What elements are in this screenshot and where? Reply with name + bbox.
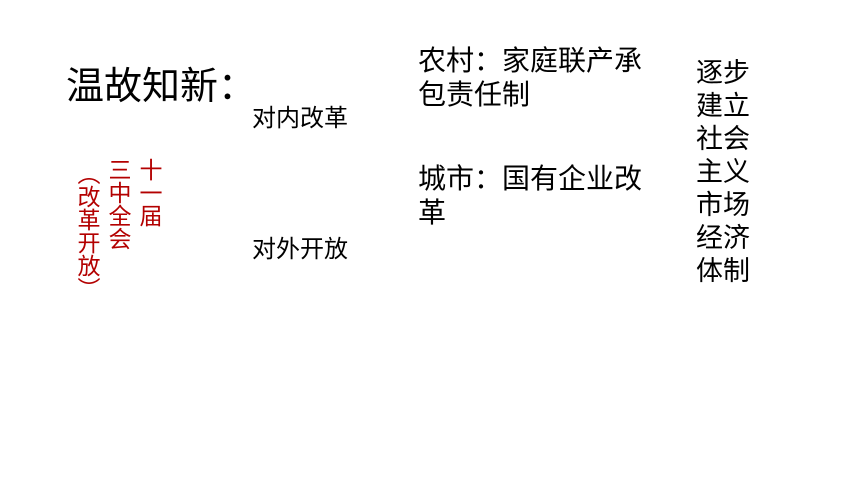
goal-line: 经济 (696, 223, 750, 254)
event-col-1: 十一届 (135, 158, 161, 227)
goal-line: 主义 (696, 157, 750, 188)
rural-line-2: 包责任制 (418, 78, 531, 111)
market-economy-goal: 逐步 建立 社会 主义 市场 经济 体制 (696, 57, 756, 288)
goal-line: 建立 (696, 91, 750, 122)
external-opening-label: 对外开放 (252, 235, 348, 263)
urban-reform-text: 城市：国有企业改 革 (418, 162, 688, 230)
event-col-3: （改革开放） (73, 162, 99, 300)
internal-reform-label: 对内改革 (252, 104, 348, 132)
goal-line: 逐步 (696, 58, 750, 89)
goal-line: 社会 (696, 124, 750, 155)
rural-reform-text: 农村：家庭联产承 包责任制 (418, 44, 688, 112)
urban-line-2: 革 (418, 196, 447, 229)
rural-line-1: 农村：家庭联产承 (418, 44, 643, 77)
goal-line: 市场 (696, 190, 750, 221)
goal-line: 体制 (696, 256, 750, 287)
event-col-2: 三中全会 (104, 158, 130, 250)
page-title: 温故知新： (66, 64, 257, 108)
urban-line-1: 城市：国有企业改 (418, 162, 643, 195)
